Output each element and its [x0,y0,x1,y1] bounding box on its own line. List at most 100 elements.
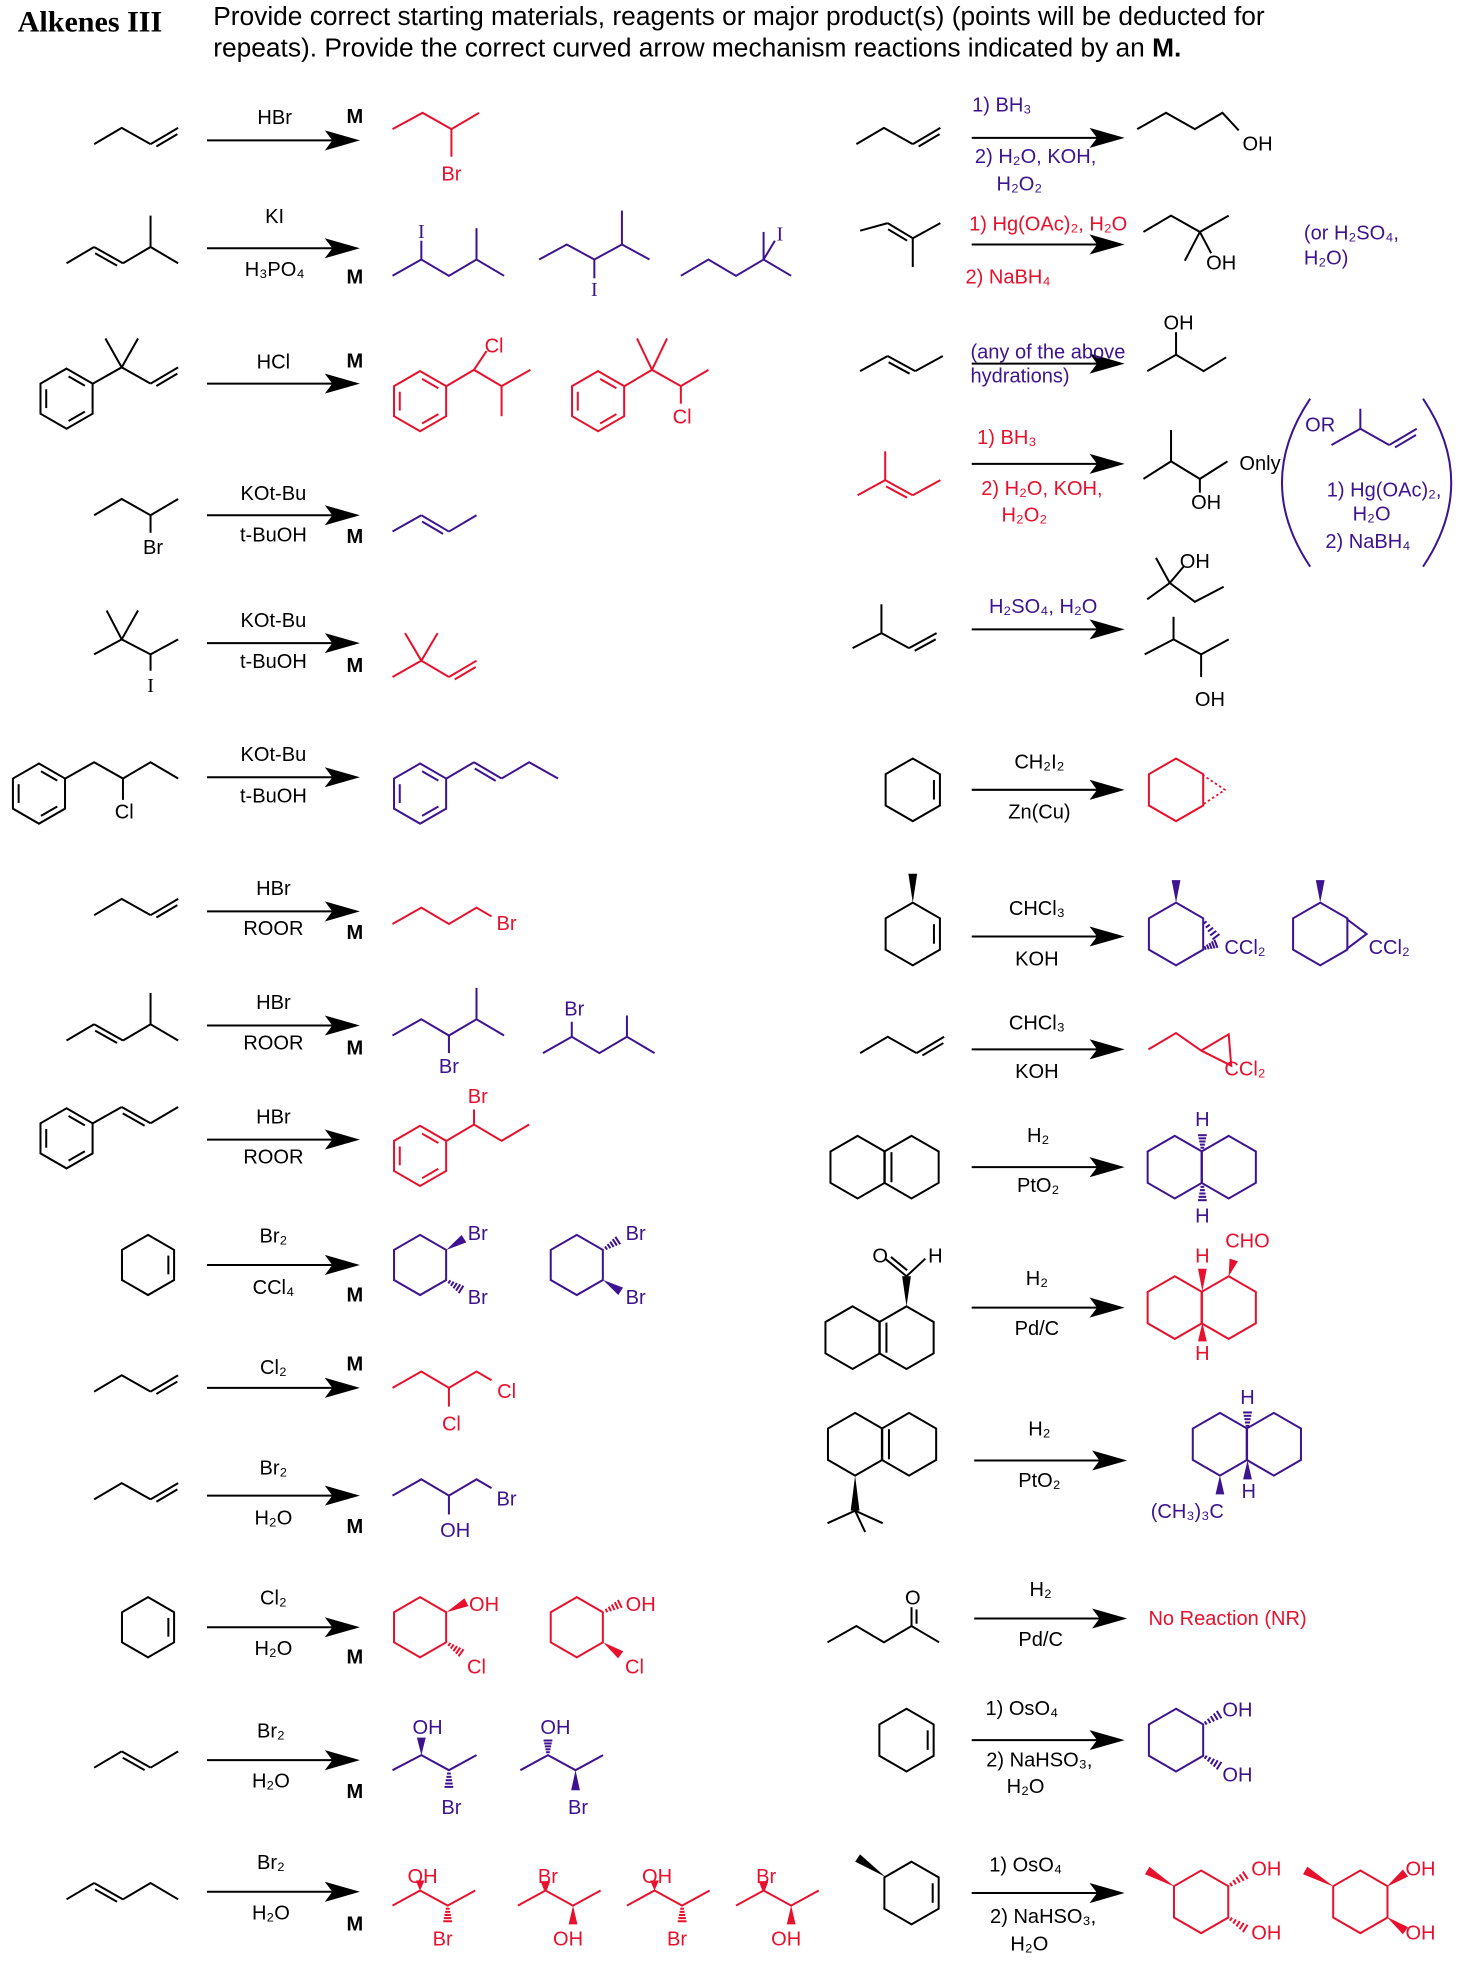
bond [93,1750,123,1769]
instructions-line-2: repeats). Provide the correct curved arr… [213,32,1181,62]
arrowhead [324,1750,360,1771]
bond [92,366,152,385]
label: Br [441,1797,461,1819]
bond [855,126,914,146]
label: KI [265,206,284,228]
ring [1147,901,1205,967]
wedge-bond [1228,1258,1238,1277]
label: HBr [256,878,291,900]
ring [824,1305,881,1371]
label: t-BuOH [240,525,307,547]
bond [93,126,152,146]
bond [610,1603,616,1611]
bond [93,246,124,265]
arrowhead [324,1015,360,1036]
arrowhead [1089,234,1125,255]
bond [884,1257,908,1278]
ring [829,1134,886,1200]
bond [120,337,139,368]
bond [457,1285,465,1294]
ring [1146,1134,1203,1200]
bond [501,761,559,780]
mechanism-mark: M [347,1516,364,1538]
label: OH [626,1594,656,1616]
label: KOt-Bu [241,744,307,766]
bond [155,1488,178,1503]
bond [93,897,152,917]
bond [93,1882,124,1901]
bond [474,767,497,782]
mechanism-mark: M [347,1914,364,1936]
label: Pd/C [1018,1629,1063,1651]
arrowhead [324,1617,360,1638]
label: Only [1239,453,1280,475]
label: (CH₃)₃C [1151,1501,1224,1523]
instructions-mark: M. [1152,32,1181,62]
label: HBr [257,107,292,129]
bond [859,1035,918,1054]
bond [64,761,179,780]
bond [604,1245,608,1251]
label: CCl₂ [1224,937,1265,959]
label: H [1242,1481,1256,1503]
bond [1142,460,1228,481]
label: Cl [497,1381,516,1403]
bond [1155,557,1171,584]
label: 2) H₂O, KOH, [981,478,1102,500]
ring [39,1107,94,1170]
bond [392,1754,477,1772]
bond [614,1236,621,1245]
bond [450,1281,455,1287]
bond [452,1645,458,1652]
bond [66,1023,95,1042]
label: H [1195,1343,1209,1365]
bond [392,111,480,131]
bond [122,1756,146,1771]
ring [1332,1869,1389,1935]
bond [542,1035,656,1055]
label: H [1240,1387,1254,1409]
mechanism-mark: M [347,1781,364,1803]
bond [1211,933,1221,941]
wedge-bond [603,1280,624,1295]
mechanism-mark: M [347,526,364,548]
arrowhead [324,1881,360,1902]
label: Br [538,1866,558,1888]
bond [636,338,653,371]
label: H₂ [1027,1125,1049,1147]
bond [445,368,503,387]
bond [473,350,488,371]
bond [1215,1761,1223,1770]
label: KOH [1015,948,1058,970]
label: (any of the above [970,342,1125,364]
bond [150,898,179,917]
bond [912,479,941,497]
bond [885,485,908,499]
bond [122,1881,179,1901]
arrowhead [324,767,360,788]
bond [1235,1920,1241,1927]
wedge-bond [446,1234,467,1250]
label: Br [667,1929,687,1951]
wedge-bond [850,1475,860,1511]
label: hydrations) [970,365,1069,387]
bond [155,372,178,387]
bond [623,368,709,388]
label: PtO₂ [1017,1175,1059,1197]
label: Br [441,164,461,186]
label: Br [568,1797,588,1819]
bond [455,1647,462,1655]
ring [11,762,67,825]
ring [393,1124,448,1188]
bond [1209,1715,1215,1722]
label: H₂O [1010,1934,1048,1956]
label: OH [408,1866,438,1888]
label: OH [1206,253,1236,275]
label: OH [1222,1764,1252,1786]
bond [859,222,888,232]
arrowhead [1089,1730,1125,1751]
bond [857,479,886,497]
bond [1198,231,1213,254]
bond [1203,1720,1208,1726]
ring [549,1596,604,1659]
